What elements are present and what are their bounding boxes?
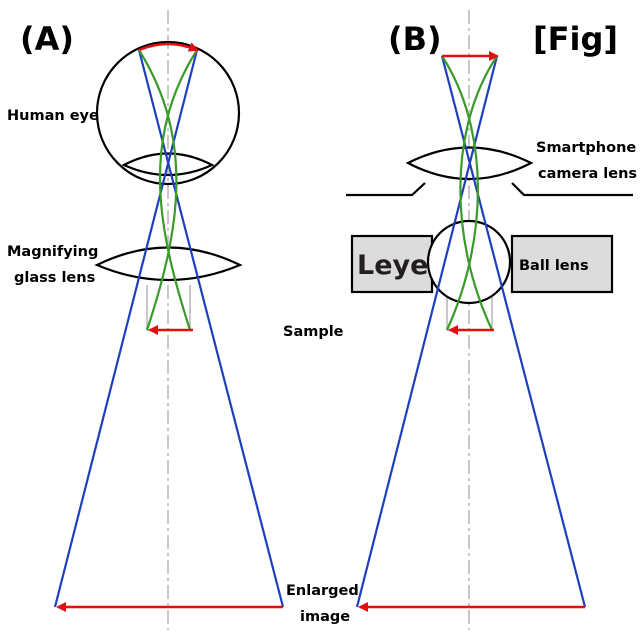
- figure-tag: [Fig]: [533, 20, 618, 58]
- magnifying-glass-lens: [94, 246, 243, 282]
- label-glass-lens: glass lens: [14, 270, 95, 286]
- retina-image-arrow-a: [138, 42, 199, 52]
- ray-inner-b-2: [459, 55, 498, 331]
- ray-inner-a-2: [158, 49, 198, 331]
- label-human-eye: Human eye: [7, 108, 99, 124]
- label-camera-lens: camera lens: [538, 166, 637, 182]
- ray-outer-a-1: [137, 49, 285, 608]
- ray-inner-a-1: [138, 49, 178, 331]
- panel-a-title: (A): [20, 20, 74, 58]
- label-sample: Sample: [283, 324, 344, 340]
- label-smartphone: Smartphone: [536, 140, 636, 156]
- label-ball-lens: Ball lens: [519, 258, 589, 274]
- phone-body-left: [346, 182, 426, 197]
- ray-inner-b-1: [441, 55, 479, 331]
- panel-b: (B) [Fig] Smartphone camera lens Leye Ba…: [346, 10, 637, 630]
- label-magnifying: Magnifying: [7, 244, 98, 260]
- phone-body-right: [511, 182, 633, 197]
- ball-lens-block: [510, 234, 614, 294]
- ray-outer-a-2: [53, 49, 199, 608]
- panel-a: (A) Human eye Magnifying glass lens: [7, 10, 285, 630]
- label-leye: Leye: [357, 250, 428, 281]
- ray-outer-b-1: [440, 55, 587, 608]
- panel-b-title: (B): [388, 20, 442, 58]
- label-image: image: [300, 609, 350, 625]
- ray-outer-b-2: [355, 55, 499, 608]
- label-enlarged: Enlarged: [286, 583, 359, 599]
- human-eye-circle: [95, 40, 241, 186]
- eye-lens: [121, 152, 215, 177]
